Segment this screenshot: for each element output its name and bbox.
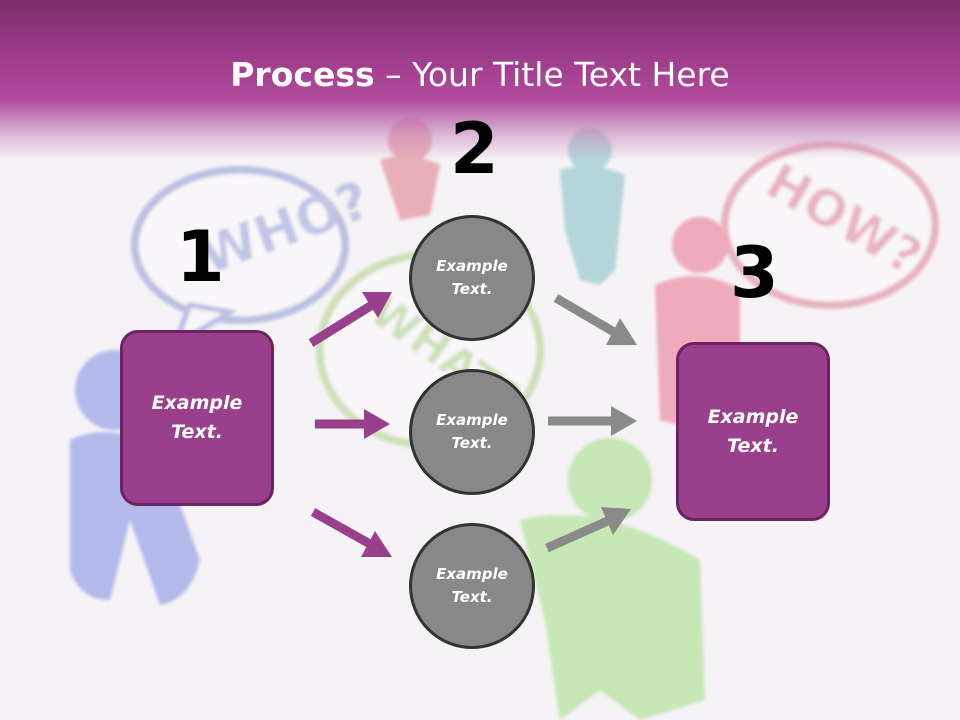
box-step-1: Example Text. [120,330,274,506]
step-number-1: 1 [176,216,225,298]
header-band [0,0,960,160]
arrow-down-right-gray [553,294,637,345]
arrow-down-right-purple [310,508,392,557]
speech-bubble-blue: WHO? [131,166,377,352]
step-number-3: 3 [730,232,779,314]
circle-middle-text: Example Text. [436,411,508,452]
circle-bottom-text: Example Text. [436,565,508,606]
circle-top-text: Example Text. [436,257,508,298]
circle-middle: Example Text. [409,369,535,495]
arrow-up-right-gray [545,507,631,553]
green-figure [520,438,705,720]
box-step-3-text: Example Text. [707,405,799,457]
speech-bubble-red: HOW? [721,141,939,309]
box-step-3: Example Text. [676,342,830,521]
step-number-2: 2 [450,108,499,190]
box-step-1-text: Example Text. [151,392,243,443]
title-rest: – Your Title Text Here [374,55,730,94]
arrow-right-gray [548,406,637,436]
title-bold: Process [230,55,375,94]
circle-bottom: Example Text. [409,523,535,649]
slide-title: Process – Your Title Text Here [0,55,960,95]
arrow-up-right-purple [308,292,392,347]
arrow-right-purple [315,409,390,439]
circle-top: Example Text. [409,215,535,341]
